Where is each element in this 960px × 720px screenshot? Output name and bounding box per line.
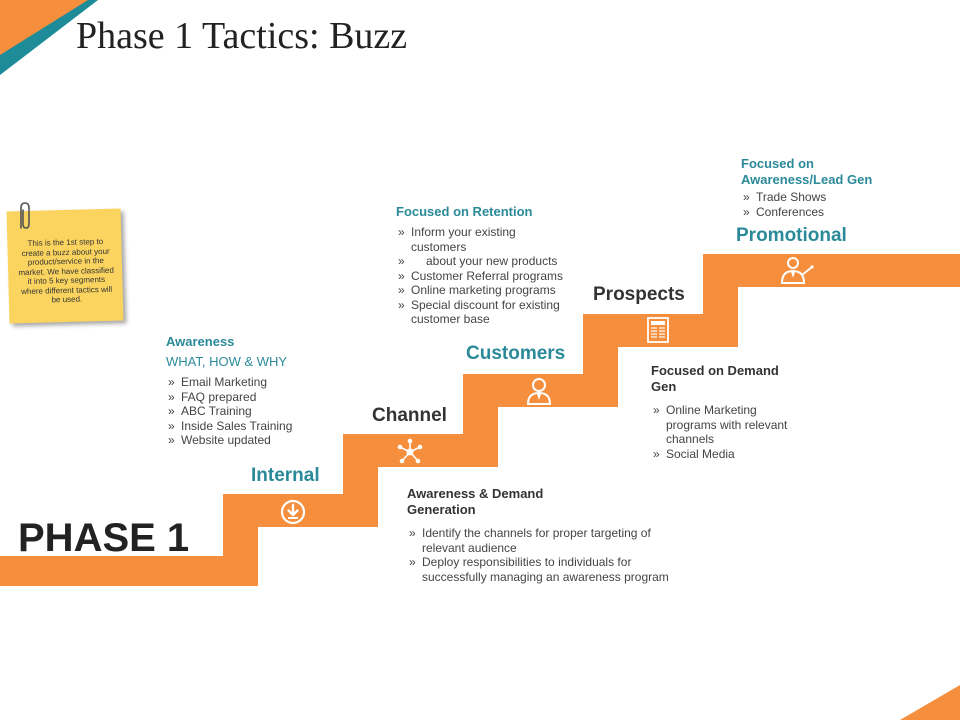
channel-list: Identify the channels for proper targeti…: [407, 526, 687, 584]
page-title: Phase 1 Tactics: Buzz: [76, 15, 408, 57]
paperclip-icon: [20, 202, 30, 229]
list-item: ABC Training: [166, 404, 336, 419]
phase-label: PHASE 1: [18, 516, 190, 560]
step-label-internal: Internal: [251, 465, 320, 486]
step-label-prospects: Prospects: [593, 284, 685, 305]
list-item: Conferences: [741, 205, 911, 220]
list-item: Trade Shows: [741, 190, 911, 205]
newspaper-icon: [647, 317, 669, 343]
list-item: Special discount for existing customer b…: [396, 298, 561, 327]
promotional-heading: Focused on Awareness/Lead Gen: [741, 156, 873, 187]
list-item: Website updated: [166, 433, 336, 448]
network-hub-icon: [397, 438, 423, 464]
internal-list: Email Marketing FAQ prepared ABC Trainin…: [166, 375, 336, 448]
promotional-details: Focused on Awareness/Lead Gen Trade Show…: [741, 156, 911, 219]
step-label-promotional: Promotional: [736, 225, 847, 246]
internal-details: Awareness WHAT, HOW & WHY Email Marketin…: [166, 334, 336, 448]
presenter-icon: [780, 257, 814, 284]
list-item: about your new products: [396, 254, 576, 269]
customers-details: Focused on Retention Inform your existin…: [396, 204, 576, 327]
step-label-channel: Channel: [372, 405, 447, 426]
prospects-heading: Focused on Demand Gen: [651, 363, 779, 394]
list-item: Identify the channels for proper targeti…: [407, 526, 687, 555]
prospects-details: Focused on Demand Gen Online Marketing p…: [651, 363, 801, 461]
customers-heading: Focused on Retention: [396, 204, 533, 219]
list-item: Customer Referral programs: [396, 269, 576, 284]
internal-heading: Awareness: [166, 334, 235, 349]
list-item: Email Marketing: [166, 375, 336, 390]
corner-decoration: [0, 0, 98, 75]
customers-list: Inform your existing customers about you…: [396, 225, 576, 327]
step-label-customers: Customers: [466, 343, 566, 364]
channel-heading: Awareness & Demand Generation: [407, 486, 544, 517]
list-item: Inside Sales Training: [166, 419, 336, 434]
person-icon: [526, 378, 552, 405]
list-item: Online marketing programs: [396, 283, 576, 298]
download-circle-icon: [280, 499, 306, 525]
list-item: Social Media: [651, 447, 801, 462]
internal-subheading: WHAT, HOW & WHY: [166, 354, 288, 369]
channel-details: Awareness & Demand Generation Identify t…: [407, 486, 687, 584]
list-item: Inform your existing customers: [396, 225, 516, 254]
list-item: Online Marketing programs with relevant …: [651, 403, 801, 447]
list-item: Deploy responsibilities to individuals f…: [407, 555, 687, 584]
prospects-list: Online Marketing programs with relevant …: [651, 403, 801, 461]
list-item: FAQ prepared: [166, 390, 336, 405]
promotional-list: Trade Shows Conferences: [741, 190, 911, 219]
sticky-note-text: This is the 1st step to create a buzz ab…: [18, 236, 114, 305]
corner-decoration-bottom: [900, 685, 960, 720]
